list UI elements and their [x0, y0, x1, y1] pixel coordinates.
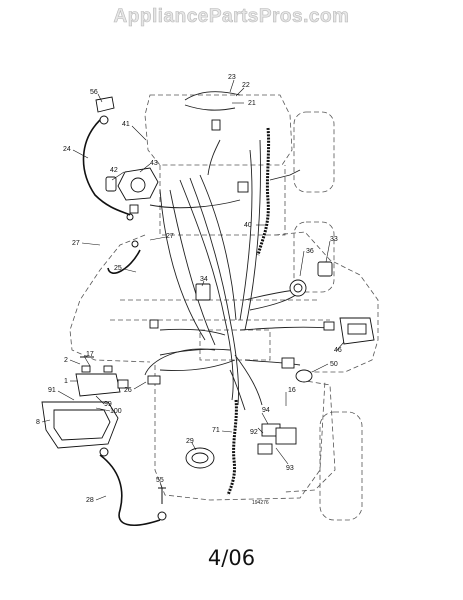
callout-21: 21: [248, 100, 256, 107]
tractor-outline: [69, 94, 379, 521]
callout-42: 42: [110, 167, 118, 174]
callout-55: 55: [156, 477, 164, 484]
callout-27a: 27: [72, 240, 80, 247]
callout-94: 94: [262, 407, 270, 414]
callout-41: 41: [122, 121, 130, 128]
callout-34: 34: [200, 276, 208, 283]
callout-26: 26: [124, 387, 132, 394]
callout-16: 16: [288, 387, 296, 394]
callout-43: 43: [150, 160, 158, 167]
wire-harness: [144, 91, 331, 411]
callout-46: 46: [334, 347, 342, 354]
coiled-wire: [226, 127, 271, 496]
callout-71: 71: [212, 427, 220, 434]
callout-24: 24: [63, 146, 71, 153]
callout-93: 93: [286, 465, 294, 472]
callout-28: 28: [86, 497, 94, 504]
cables: [82, 119, 161, 526]
callout-36: 36: [306, 248, 314, 255]
callout-56: 56: [90, 89, 98, 96]
callout-23: 23: [228, 74, 236, 81]
callout-50: 50: [330, 361, 338, 368]
watermark: AppliancePartsPros.com: [113, 6, 350, 28]
callout-25: 25: [114, 265, 122, 272]
callout-92: 92: [250, 429, 258, 436]
callout-8: 8: [36, 419, 40, 426]
callout-17: 17: [86, 351, 94, 358]
callouts: 23 22 21 56 41 24 43 42 40 27 27 36 33 2…: [36, 74, 342, 504]
diagram-number: 194276: [252, 500, 269, 506]
callout-1: 1: [64, 378, 68, 385]
callout-40: 40: [244, 222, 252, 229]
callout-91: 91: [48, 387, 56, 394]
callout-22: 22: [242, 82, 250, 89]
callout-2: 2: [64, 357, 68, 364]
components: [41, 96, 375, 469]
callout-100: 100: [110, 408, 122, 415]
callout-33: 33: [330, 236, 338, 243]
leader-lines: [41, 79, 345, 501]
callout-29: 29: [186, 438, 194, 445]
callout-27b: 27: [166, 233, 174, 240]
page-label: 4/06: [207, 546, 256, 570]
callout-99: 99: [104, 401, 112, 408]
